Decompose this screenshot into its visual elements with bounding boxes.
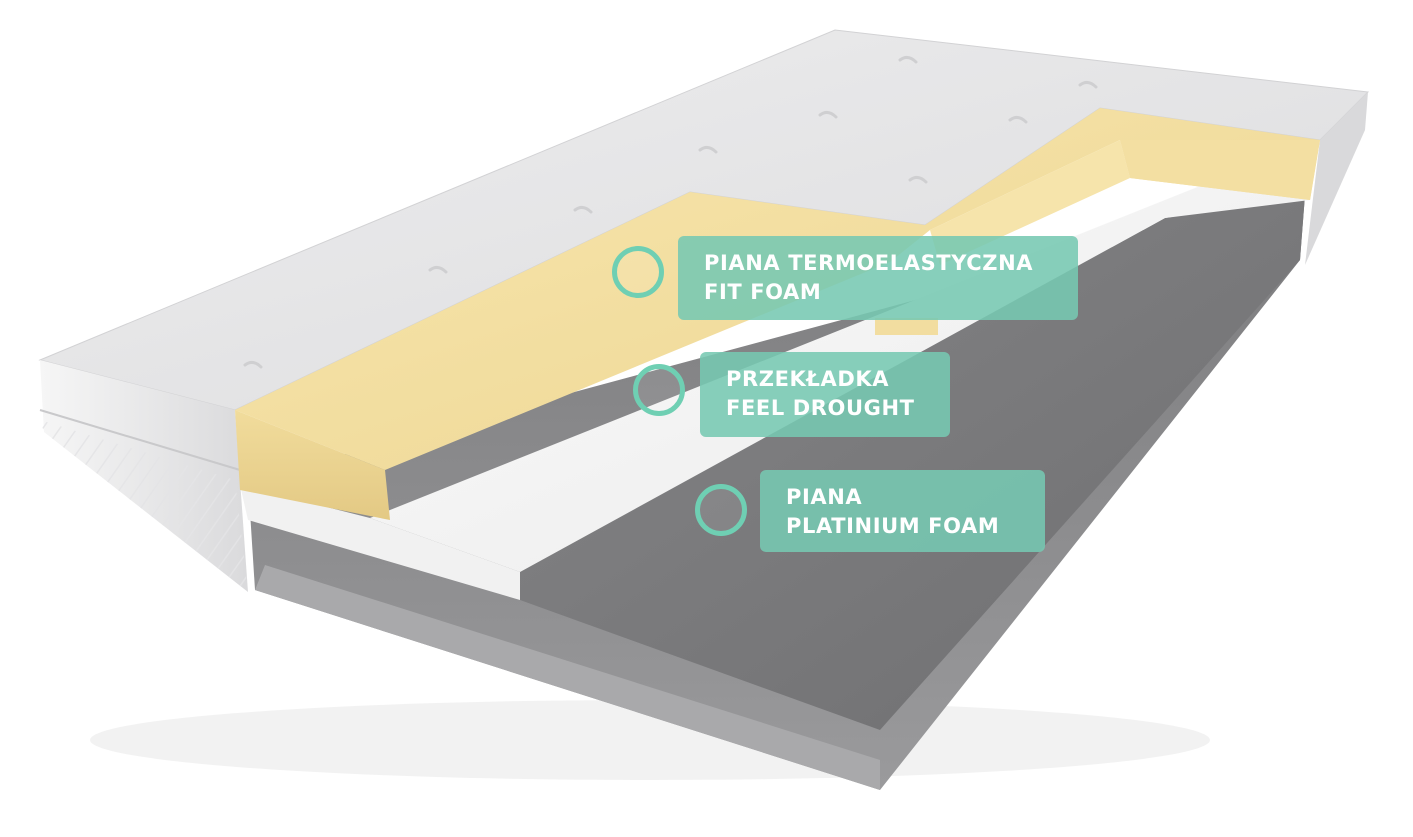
fit-foam-step-b [930,140,1130,265]
fit-foam-front [235,410,390,520]
circle-marker-icon [633,364,685,416]
layer-label-platinium-foam: PIANA PLATINIUM FOAM [760,470,1045,552]
fit-foam-step-a [1120,140,1320,200]
platinium-top [520,195,1305,730]
cover-seam [39,409,241,471]
feel-drought-front [240,485,520,600]
circle-marker-icon [612,246,664,298]
layer-label-fit-foam: PIANA TERMOELASTYCZNA FIT FOAM [678,236,1078,320]
layer-label-line2: PLATINIUM FOAM [786,514,1000,538]
layer-label-line2: FIT FOAM [704,280,822,304]
layer-label-line1: PIANA [786,485,863,509]
layer-label-line1: PIANA TERMOELASTYCZNA [704,251,1034,275]
cover-front-pattern [40,420,248,592]
platinium-lower [255,565,880,790]
fit-foam-edge [875,318,938,335]
layer-label-line1: PRZEKŁADKA [726,367,890,391]
cover-right-end [1305,92,1368,265]
layer-label-line2: FEEL DROUGHT [726,396,915,420]
quilting-marks [243,55,1098,369]
layer-label-feel-drought: PRZEKŁADKA FEEL DROUGHT [700,352,950,437]
circle-marker-icon [695,484,747,536]
